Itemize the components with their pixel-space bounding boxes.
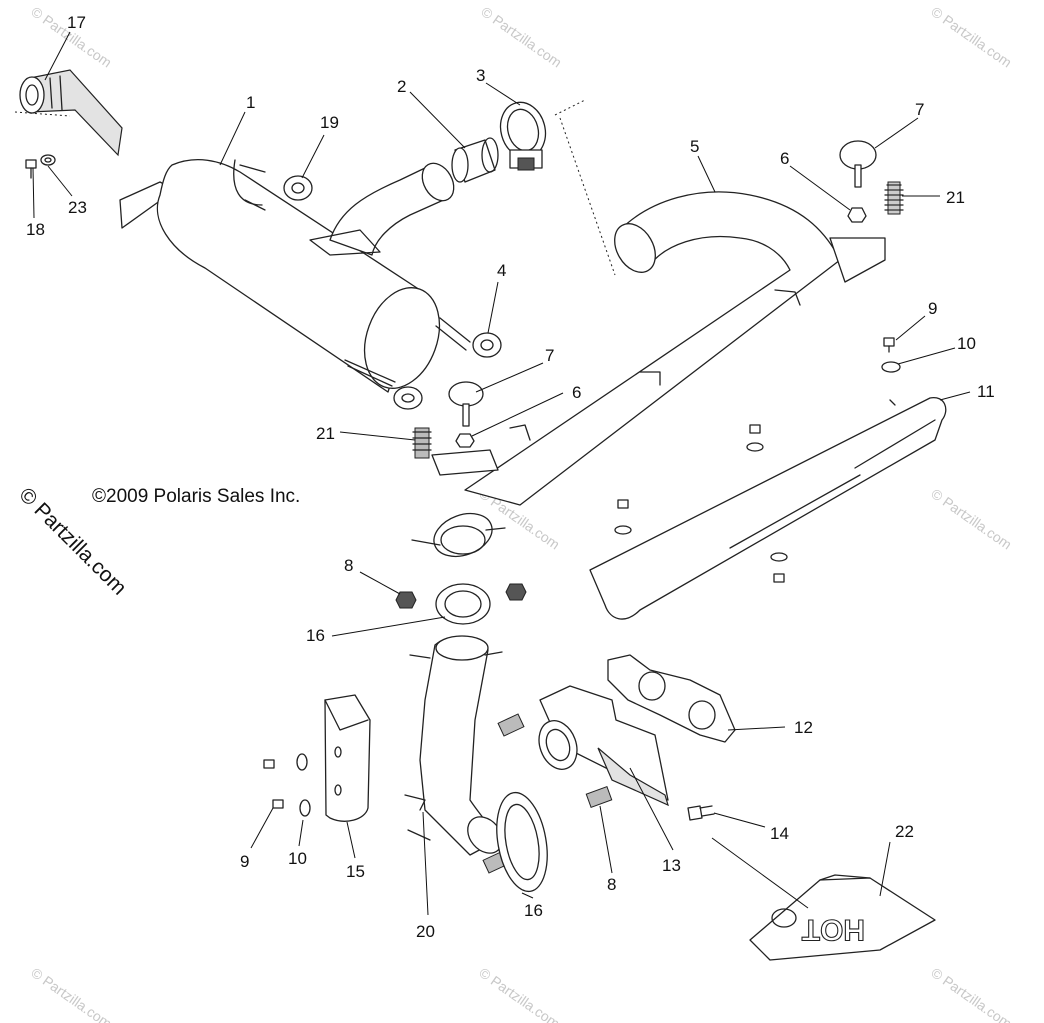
part-17-spark-arrestor	[14, 69, 123, 157]
callout-14: 14	[770, 824, 789, 843]
head-pipe-bracket	[431, 449, 499, 476]
part-11-heat-shield	[589, 397, 947, 620]
callout-1: 1	[246, 93, 255, 112]
hot-plate-label: HOT	[802, 913, 865, 946]
part-8-nut-right	[505, 583, 527, 601]
callout-11: 11	[977, 382, 995, 401]
part-8-nut-left	[395, 591, 417, 609]
part-18-screw	[25, 159, 37, 179]
callout-3: 3	[476, 66, 485, 85]
part-9-10-fasteners-lower	[263, 753, 311, 817]
callout-4: 4	[497, 261, 506, 280]
callout-10-top: 10	[957, 334, 976, 353]
callout-2: 2	[397, 77, 406, 96]
callout-6-lower: 6	[572, 383, 581, 402]
callout-9-lower: 9	[240, 852, 249, 871]
heat-shield-fasteners	[614, 337, 901, 583]
callout-5: 5	[690, 137, 699, 156]
part-16-gasket-upper	[435, 583, 491, 625]
callout-21-top: 21	[946, 188, 965, 207]
callout-16-lower: 16	[524, 901, 543, 920]
callout-17: 17	[67, 13, 86, 32]
callout-16-upper: 16	[306, 626, 325, 645]
part-6-nut-lower	[455, 433, 475, 448]
assembly-line-clamp-to-pipe	[554, 99, 616, 276]
part-21-spring-lower	[412, 427, 432, 459]
part-20-lower-pipe	[404, 635, 503, 856]
part-14-bolt	[687, 805, 715, 821]
part-13-exhaust-flange	[538, 685, 669, 807]
part-4-grommet	[472, 332, 502, 358]
watermark-mid-right: © Partzilla.com	[928, 485, 1014, 552]
part-7-bumper-lower	[448, 381, 484, 427]
part-19-grommet	[283, 175, 313, 201]
callout-8-upper: 8	[344, 556, 353, 575]
watermark-top-right: © Partzilla.com	[928, 3, 1014, 70]
part-15-pipe-shield	[324, 694, 371, 822]
callout-18: 18	[26, 220, 45, 239]
leader-lines	[32, 31, 971, 916]
callout-9-top: 9	[928, 299, 937, 318]
part-22-hot-plate: HOT	[749, 874, 936, 961]
callout-8-lower: 8	[607, 875, 616, 894]
part-7-bumper-top	[839, 140, 877, 188]
part-12-exhaust-gasket	[607, 654, 736, 743]
part-8-spring-flange	[585, 786, 613, 808]
muffler-bottom-grommet	[393, 386, 423, 410]
part-3-clamp	[499, 101, 547, 171]
callout-21-lower: 21	[316, 424, 335, 443]
watermark-bottom-right: © Partzilla.com	[928, 964, 1014, 1023]
watermark-top-center: © Partzilla.com	[478, 3, 564, 70]
head-pipe-collar	[411, 512, 506, 558]
callout-19: 19	[320, 113, 339, 132]
part-21-spring-top	[884, 181, 904, 215]
watermark-bottom-left: © Partzilla.com	[28, 964, 114, 1023]
part-6-nut-top	[847, 207, 867, 223]
watermark-bottom-center: © Partzilla.com	[476, 964, 562, 1023]
callout-12: 12	[794, 718, 813, 737]
callout-7-lower: 7	[545, 346, 554, 365]
muffler-inlet-pipe	[309, 162, 455, 256]
part-2-coupler	[451, 137, 499, 183]
part-16-gasket-lower	[496, 791, 548, 893]
part-5-head-pipe	[464, 191, 886, 506]
callout-numbers: 17 18 23 1 19 2 3 4 5 6 7 21 9 10 11 7 6…	[26, 13, 995, 941]
callout-15: 15	[346, 862, 365, 881]
callout-13: 13	[662, 856, 681, 875]
callout-22: 22	[895, 822, 914, 841]
part-23-washer	[40, 154, 56, 166]
callout-6-top: 6	[780, 149, 789, 168]
part-1-muffler	[119, 159, 471, 393]
callout-23: 23	[68, 198, 87, 217]
callout-20: 20	[416, 922, 435, 941]
callout-10-lower: 10	[288, 849, 307, 868]
copyright-notice: ©2009 Polaris Sales Inc.	[92, 486, 300, 507]
callout-7-top: 7	[915, 100, 924, 119]
